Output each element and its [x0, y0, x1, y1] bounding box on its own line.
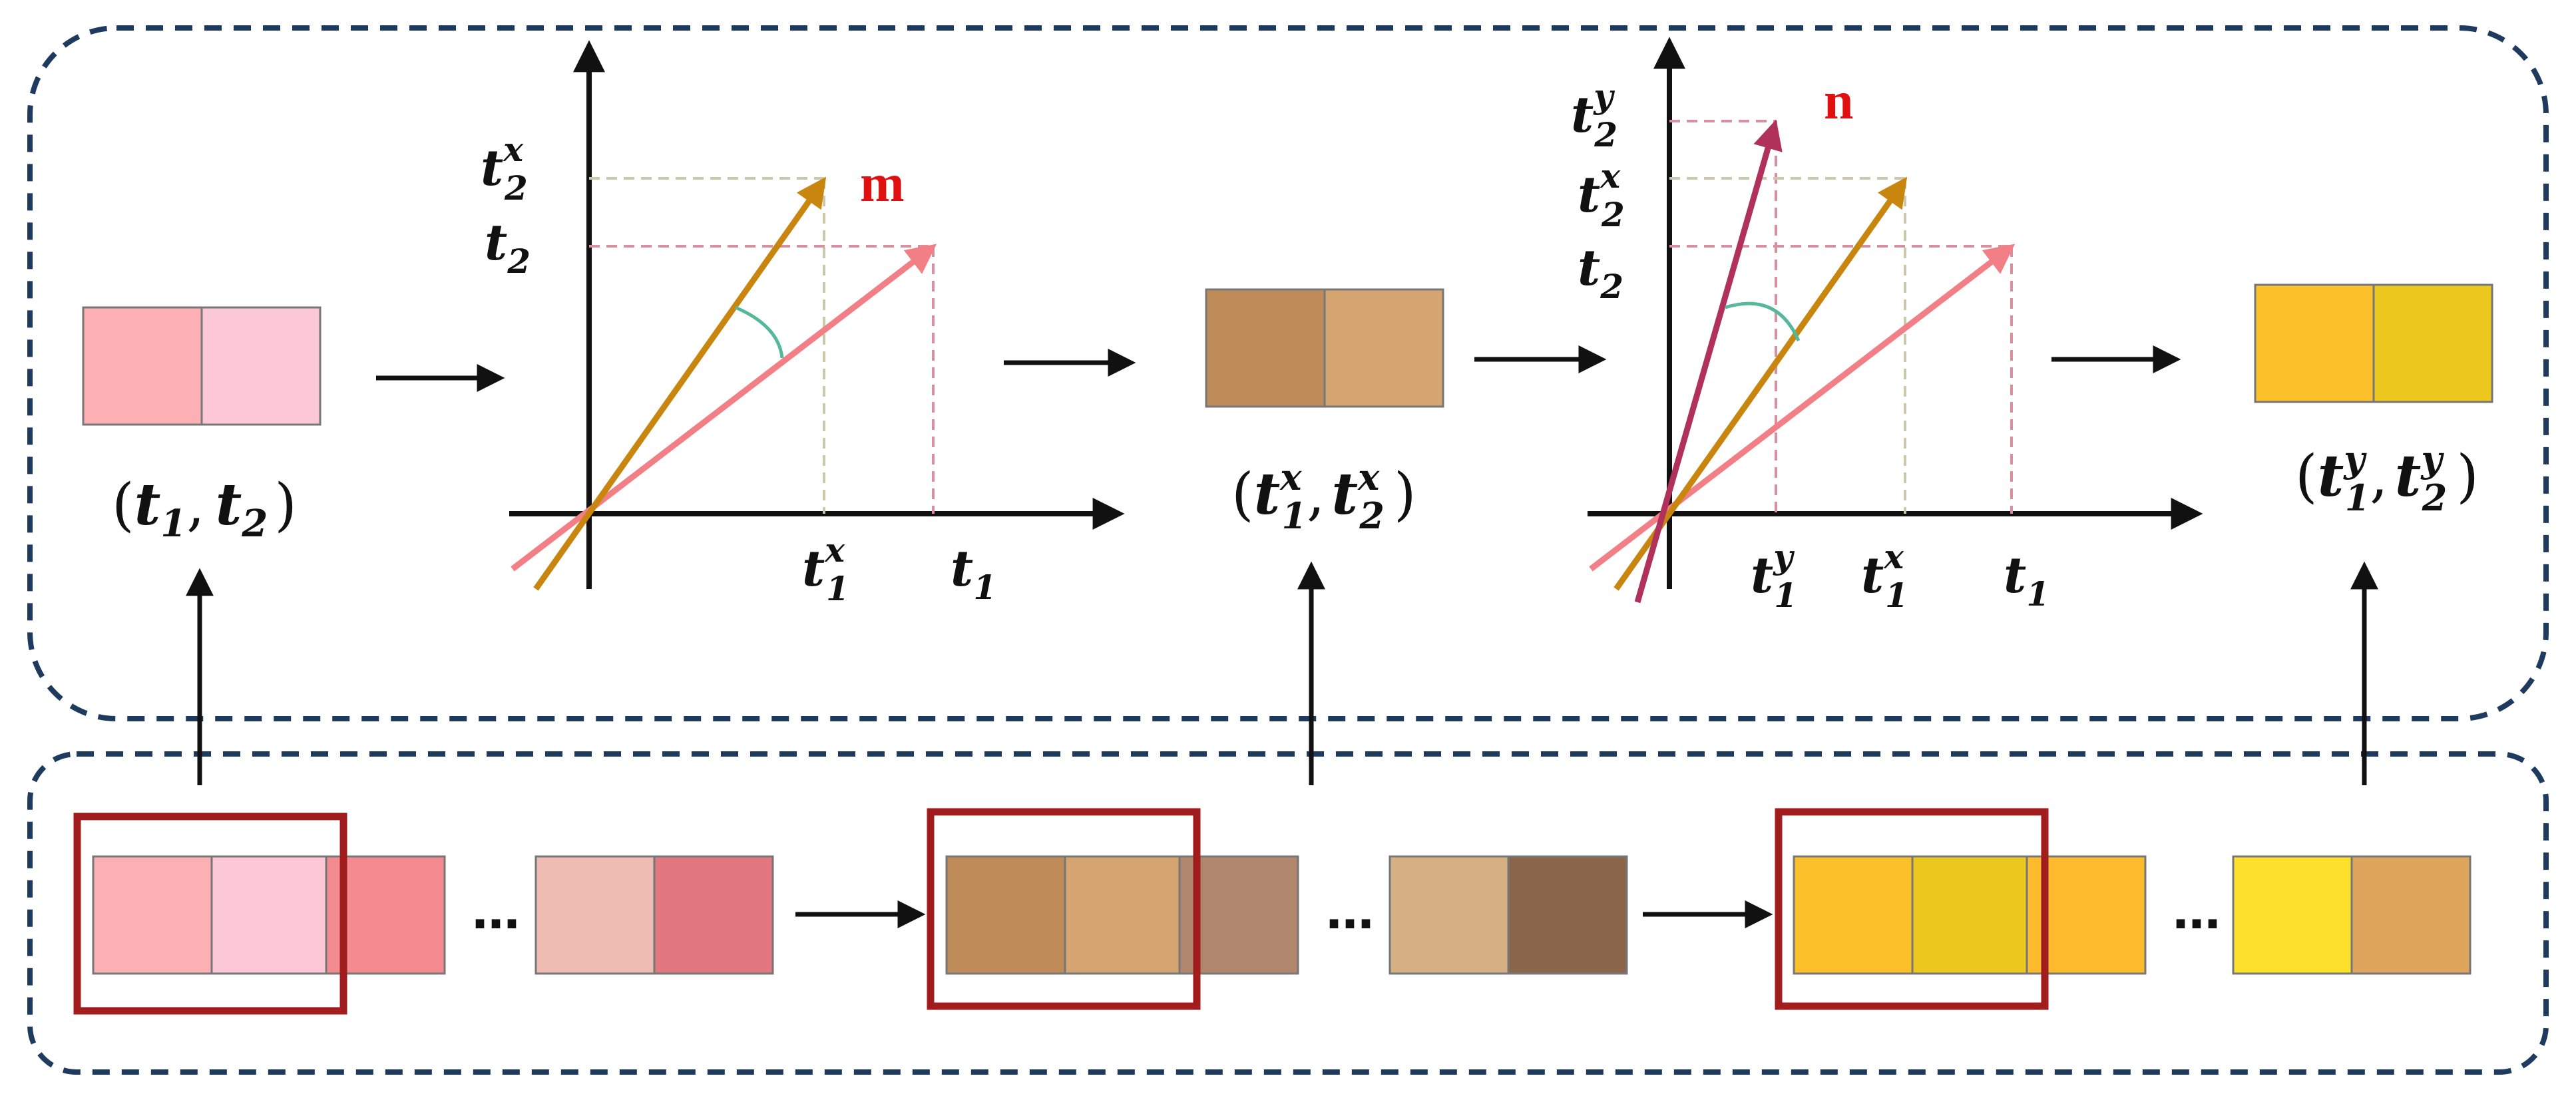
rotated-y-block-cell-2 [2372, 283, 2493, 403]
rotated-x-block-cell-2 [1323, 288, 1444, 408]
graph-2-angle-arc [1725, 301, 1801, 341]
sequence-3-tail-1 [2232, 855, 2353, 975]
sequence-1-tail-1 [535, 855, 656, 975]
sequence-1: … [73, 813, 774, 1015]
sequence-2: … [927, 808, 1628, 1010]
sequence-1-cell-2 [210, 855, 331, 975]
original-block-cell-2 [200, 306, 322, 426]
graph-1-angle-arc [735, 305, 784, 359]
top-panel [27, 25, 2549, 721]
graph-1-pink-vector [511, 244, 937, 572]
graph-2-label-t1: t1 [2004, 547, 2049, 614]
sequence-2-cell-1 [945, 855, 1066, 975]
sequence-3-cell-2 [1911, 855, 2032, 975]
rotated-x-block [1205, 288, 1444, 408]
sequence-2-cell-2 [1064, 855, 1185, 975]
sequence-2-tail-1 [1389, 855, 1510, 975]
sequence-1-window [73, 813, 347, 1015]
sequence-3: … [1775, 808, 2471, 1010]
original-block-cell-1 [82, 306, 203, 426]
graph-1-label-m: m [860, 154, 905, 213]
label-original-pair: (t1,t2) [112, 471, 297, 546]
sequence-2-tail-2 [1507, 855, 1628, 975]
graph-2-pink-vector [1589, 244, 2016, 572]
original-block [82, 306, 322, 426]
sequence-1-tail-2 [653, 855, 774, 975]
bottom-panel [27, 751, 2549, 1075]
graph-2-crimson-vector-n [1634, 119, 1783, 604]
rotated-y-block [2254, 283, 2493, 403]
graph-1-label-t2: t2 [485, 214, 531, 281]
graph-2-label-n: n [1824, 72, 1854, 130]
graph-2-gold-vector [1613, 176, 1908, 591]
sequence-3-ellipsis: … [2173, 884, 2221, 940]
graph-2-label-t2: t2 [1578, 240, 1623, 306]
sequence-1-cell-1 [92, 855, 213, 975]
sequence-3-window [1775, 808, 2049, 1010]
sequence-2-window [927, 808, 1201, 1010]
sequence-1-ellipsis: … [472, 884, 520, 940]
graph-1-gold-vector-m [533, 176, 827, 591]
graph-1-label-t1: t1 [951, 540, 996, 607]
rotated-x-block-cell-1 [1205, 288, 1326, 408]
rotated-y-block-cell-1 [2254, 283, 2375, 403]
sequence-3-cell-1 [1793, 855, 1914, 975]
sequence-3-tail-2 [2350, 855, 2471, 975]
sequence-2-ellipsis: … [1326, 884, 1374, 940]
